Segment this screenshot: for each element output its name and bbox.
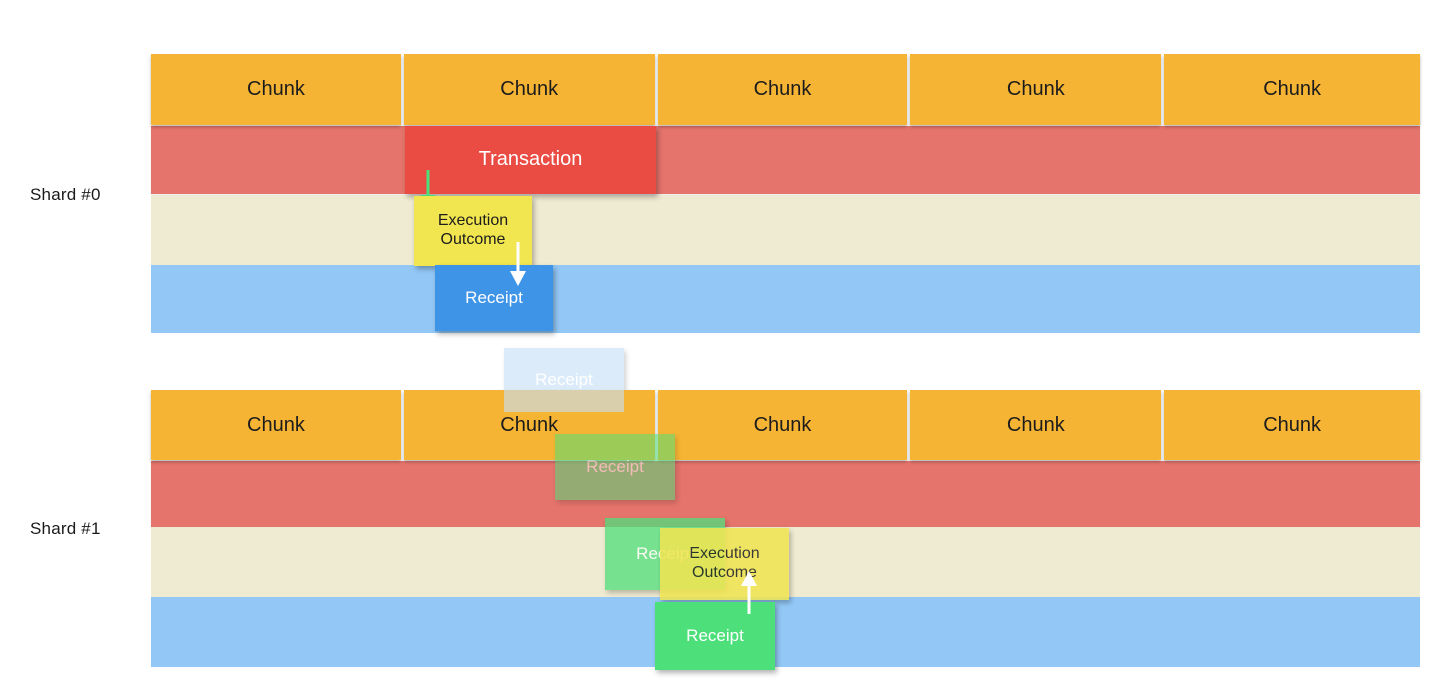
chunk-label: Chunk <box>1006 78 1065 100</box>
shard-0-outcome-band <box>151 195 1420 265</box>
receipt-card-blue[interactable]: Receipt <box>435 265 553 331</box>
chunk-label: Chunk <box>500 78 559 100</box>
shard-0-label: Shard #0 <box>30 185 101 204</box>
receipt-card-label: Receipt <box>535 369 593 389</box>
shard-0-chunk-row: Chunk Chunk Chunk Chunk Chunk <box>151 54 1420 125</box>
receipt-card-incoming-ghost-overlap <box>504 390 624 412</box>
shard-0-receipt-band <box>151 265 1420 333</box>
transaction-card[interactable]: Transaction <box>405 126 656 194</box>
arrow-receipt-to-outcome-icon <box>741 571 757 614</box>
receipt-card-label: Receipt <box>586 456 644 476</box>
arrow-outcome-to-receipt-icon <box>510 242 526 286</box>
shard-1-chunk-row: Chunk Chunk Chunk Chunk Chunk <box>151 390 1420 460</box>
receipt-card-produced[interactable]: Receipt <box>655 602 775 670</box>
chunk[interactable]: Chunk <box>1164 54 1420 125</box>
chunk[interactable]: Chunk <box>403 54 655 125</box>
execution-outcome-card-shard1[interactable]: Execution Outcome <box>660 528 789 600</box>
receipt-card-label: Receipt <box>686 625 744 645</box>
shard-0-transaction-band <box>151 126 1420 194</box>
execution-outcome-card[interactable]: Execution Outcome <box>414 196 532 266</box>
shard-1-receipt-band <box>151 597 1420 667</box>
receipt-card-label: Receipt <box>465 287 523 307</box>
chunk[interactable]: Chunk <box>1164 390 1420 460</box>
chunk[interactable]: Chunk <box>657 390 908 460</box>
chunk[interactable]: Chunk <box>910 54 1162 125</box>
chunk-label: Chunk <box>753 413 812 436</box>
chunk-label: Chunk <box>500 413 559 436</box>
chunk-label: Chunk <box>247 78 305 100</box>
chunk-label: Chunk <box>247 413 305 436</box>
chunk-label: Chunk <box>753 78 812 100</box>
execution-outcome-card-label: Execution Outcome <box>437 212 509 248</box>
chunk[interactable]: Chunk <box>151 390 401 460</box>
chunk[interactable]: Chunk <box>657 54 908 125</box>
shard-1-label: Shard #1 <box>30 519 101 538</box>
shard-1-transaction-band <box>151 461 1420 527</box>
chunk[interactable]: Chunk <box>910 390 1162 460</box>
transaction-card-label: Transaction <box>478 148 583 171</box>
chunk-label: Chunk <box>1263 413 1322 436</box>
chunk-label: Chunk <box>1263 78 1322 100</box>
execution-outcome-card-label: Execution Outcome <box>689 545 760 581</box>
chunk-label: Chunk <box>1006 413 1065 436</box>
chunk[interactable]: Chunk <box>151 54 401 125</box>
receipt-card-in-chunk[interactable]: Receipt <box>555 434 675 500</box>
